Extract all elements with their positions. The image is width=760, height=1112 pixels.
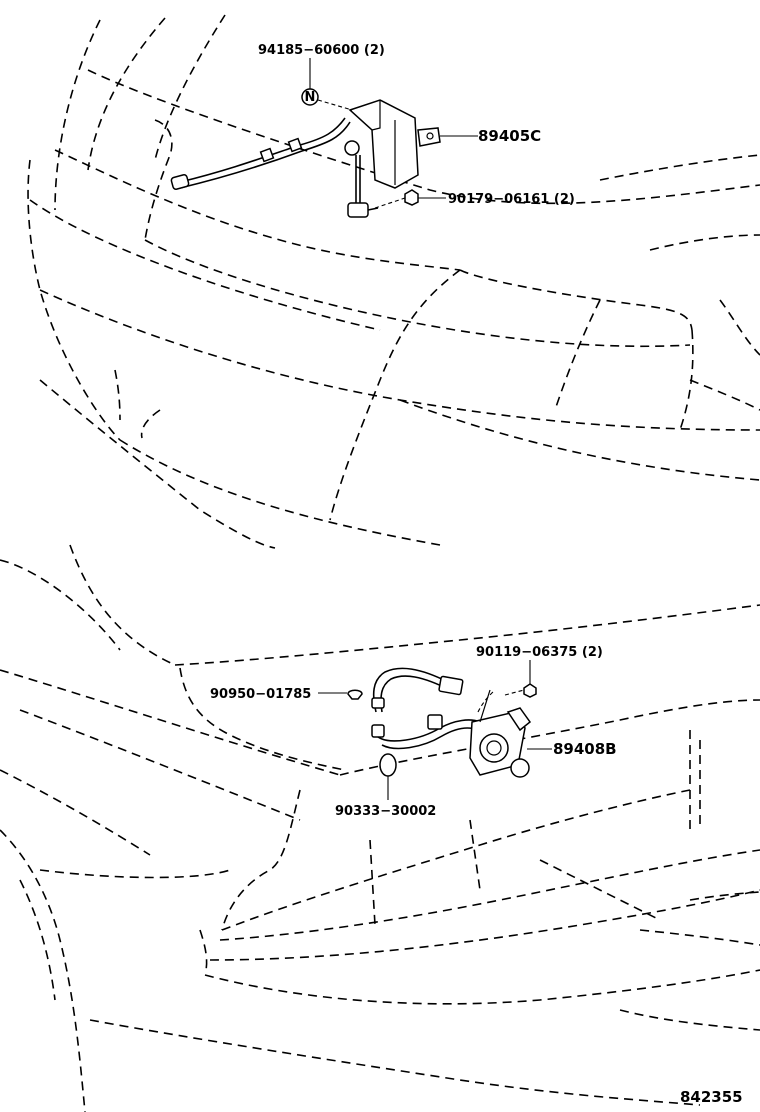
label-94185-60600: 94185−60600 (2) xyxy=(258,43,385,58)
upper-leader-lines: N xyxy=(301,58,478,209)
headlamp-leveling-actuator xyxy=(170,99,441,218)
diagram-number: 842355 xyxy=(680,1088,743,1106)
height-control-sensor xyxy=(371,667,532,778)
label-90119-06375: 90119−06375 (2) xyxy=(476,645,603,660)
nut-marker-letter: N xyxy=(305,90,316,105)
label-90333-30002: 90333−30002 xyxy=(335,804,436,819)
front-body-outline xyxy=(27,14,760,549)
nut-icon xyxy=(404,189,419,206)
label-89408b: 89408B xyxy=(553,740,617,758)
label-90179-06161: 90179−06161 (2) xyxy=(448,192,575,207)
label-89405c: 89405C xyxy=(478,127,541,145)
bolt-icon xyxy=(523,683,537,698)
lower-leader-lines xyxy=(318,660,552,800)
grommet-icon xyxy=(347,689,363,700)
rear-body-outline xyxy=(0,544,760,1112)
label-90950-01785: 90950−01785 xyxy=(210,687,311,702)
clip-icon xyxy=(379,753,397,777)
